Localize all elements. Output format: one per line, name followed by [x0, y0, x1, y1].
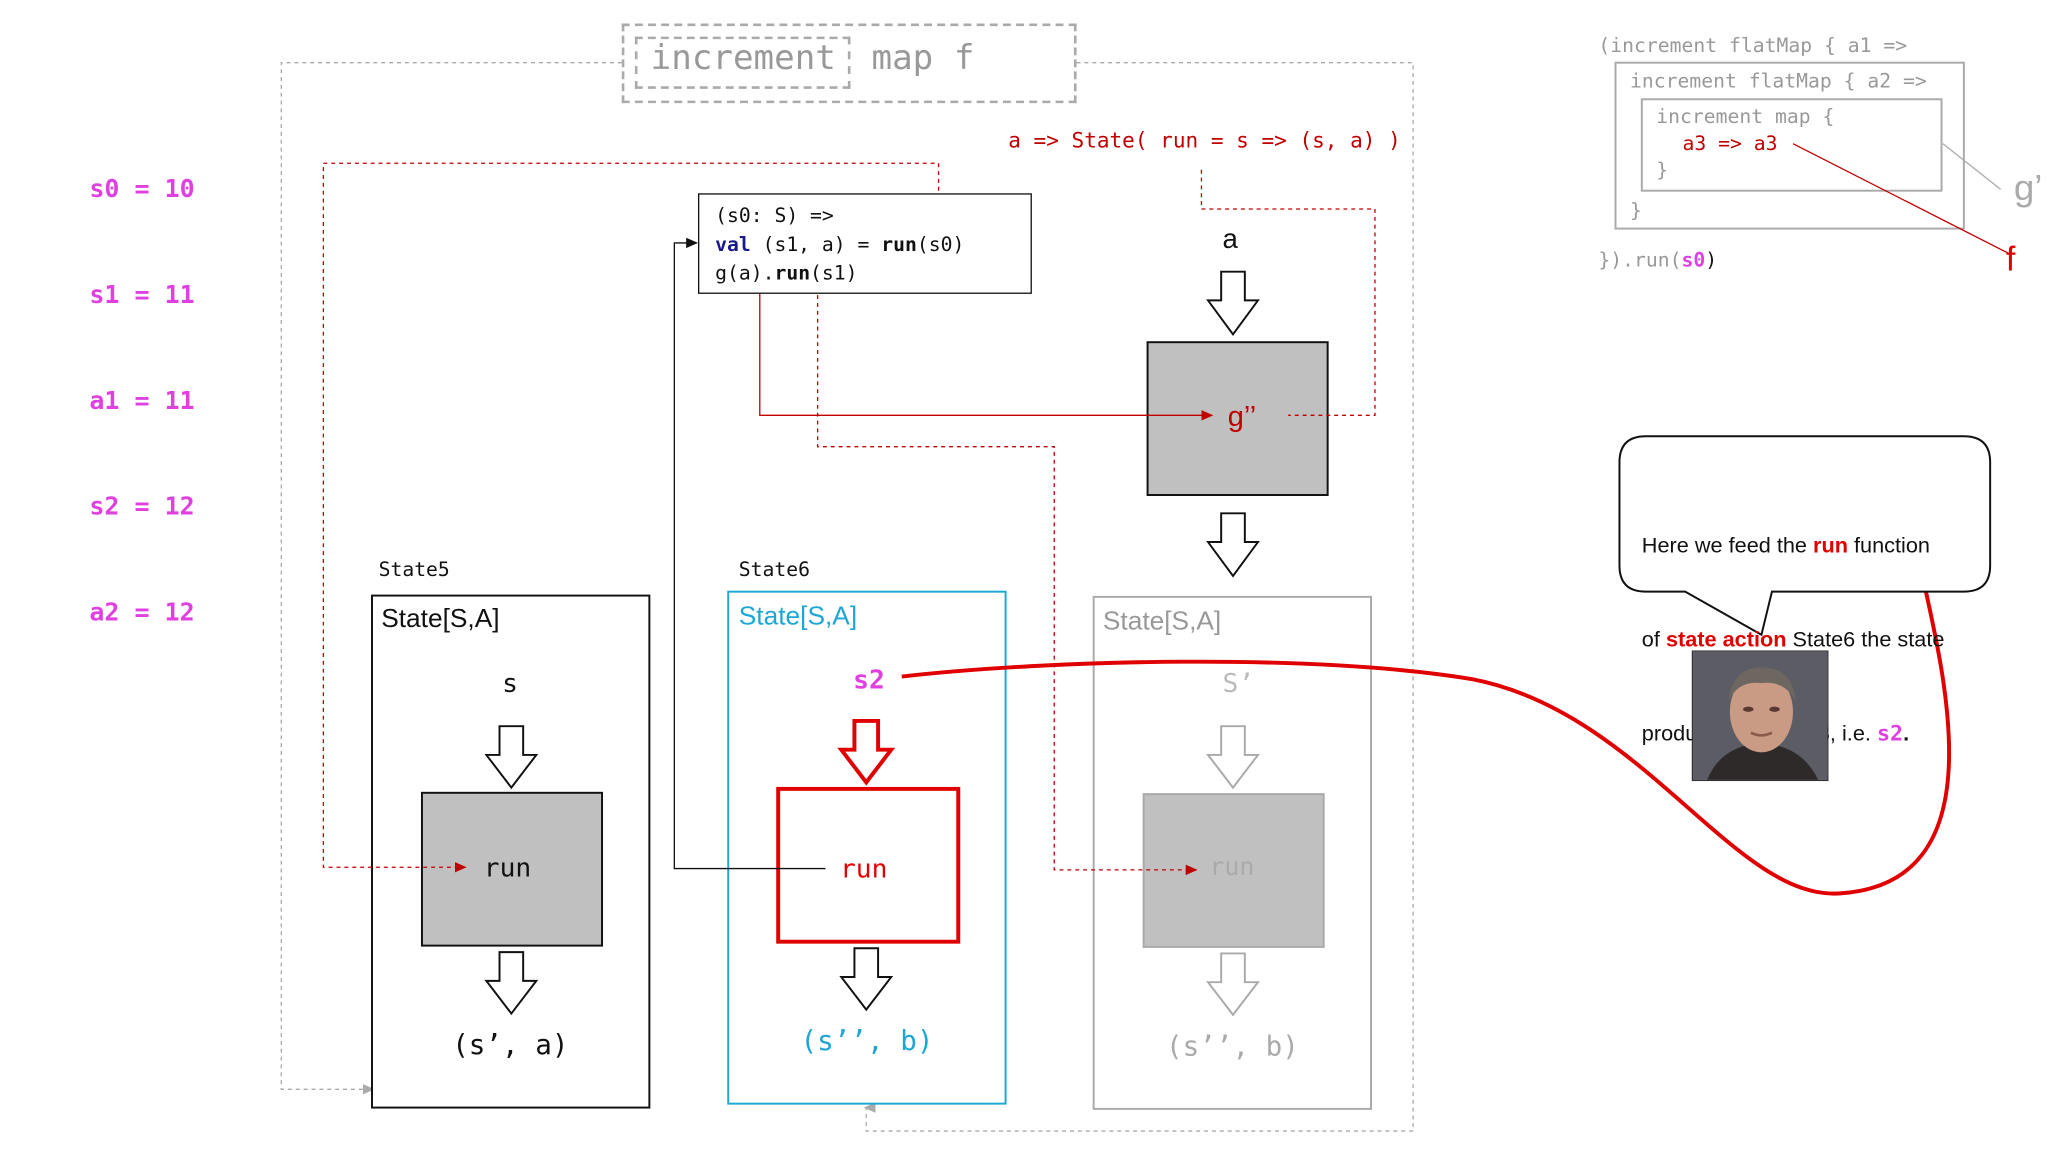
state5-output: (s’, a): [452, 1029, 569, 1061]
g-box: [1146, 341, 1329, 496]
f-label: f: [2005, 239, 2016, 279]
code-line3-run: run: [774, 261, 811, 285]
connector-run-s1-to-gray: [816, 279, 1198, 876]
nested-box-outer: [1614, 61, 1965, 230]
code-box: (s0: S) => val (s1, a) = run(s0) g(a).ru…: [697, 193, 1032, 294]
arrow-a-into-g: [1206, 270, 1260, 337]
state6-output: (s’’, b): [800, 1025, 934, 1057]
state6-caption: State6: [738, 557, 810, 582]
top-title-rest: map f: [871, 39, 975, 79]
bubble-state-action: state action: [1665, 628, 1787, 652]
nested-line6: }: [1629, 198, 1642, 223]
nested-line7: }).run(s0): [1598, 248, 1717, 272]
speech-bubble: [1618, 435, 1992, 637]
arrow-s-gray: [1206, 725, 1260, 790]
var-s0: s0 = 10: [89, 175, 195, 204]
nested-line1: (increment flatMap { a1 =>: [1598, 33, 1908, 58]
state6-run-box: [776, 786, 961, 944]
arrow-s2-state6: [837, 719, 896, 786]
state5-input: s: [502, 667, 518, 699]
code-line2-run: run: [881, 232, 917, 256]
var-s2: s2 = 12: [89, 492, 195, 522]
code-line3: g(a).run(s1): [715, 259, 1030, 288]
bubble-s2: s2: [1876, 720, 1904, 746]
code-line3-end: (s1): [810, 261, 858, 285]
nested-line7-s0: s0: [1681, 248, 1706, 272]
hollow-arrows: [484, 270, 1260, 1017]
state-gray-run-label: run: [1209, 852, 1255, 882]
state5-caption: State5: [378, 557, 450, 582]
code-kw-val: val: [715, 232, 751, 256]
var-a1: a1 = 11: [89, 386, 195, 416]
bubble-t4: of: [1641, 628, 1666, 652]
outer-frame-right: [863, 62, 1414, 1132]
state6-type: State[S,A]: [738, 602, 858, 631]
nested-line7-c: ): [1705, 248, 1718, 272]
bubble-t3: function: [1847, 534, 1930, 558]
nested-line3: increment map {: [1656, 104, 1835, 128]
code-line3-start: g(a).: [715, 261, 775, 285]
state5-run-box: [420, 791, 604, 947]
code-line2-rest: (s1, a) =: [750, 232, 882, 256]
var-a2: a2 = 12: [89, 598, 195, 627]
arrow-out-state6: [839, 947, 894, 1012]
top-title-inner-box: [634, 36, 851, 89]
code-line2: val (s1, a) = run(s0): [715, 230, 1030, 259]
state6-input: s2: [853, 663, 885, 695]
arrow-s-state5: [484, 725, 539, 790]
nested-box-inner: [1640, 98, 1943, 192]
state6-run-label: run: [839, 852, 888, 885]
f-line: [1792, 143, 2012, 256]
connector-run-to-code: [673, 237, 826, 870]
top-title-increment: increment: [650, 39, 836, 79]
bubble-text: Here we feed the run function of state a…: [1642, 468, 1945, 813]
arrow-out-state5: [484, 951, 539, 1016]
connector-ga-to-g: [759, 287, 1214, 421]
bubble-line2: of state action State6 the state: [1642, 624, 1945, 655]
arrow-out-gray: [1206, 952, 1260, 1017]
state-gray-type: State[S,A]: [1102, 607, 1222, 637]
bubble-period: .: [1903, 722, 1910, 746]
g-prime-label: g’: [2013, 167, 2043, 208]
g-box-label: g’’: [1227, 399, 1257, 433]
nested-line7-a: }).run(: [1598, 248, 1682, 272]
bubble-t6: State6 the state: [1786, 628, 1945, 652]
state5-box: [371, 594, 651, 1109]
lambda-label: a => State( run = s => (s, a) ): [1008, 127, 1401, 153]
g-prime-line: [1942, 143, 2002, 190]
nested-line2: increment flatMap { a2 =>: [1629, 69, 1927, 93]
bubble-line1: Here we feed the run function: [1642, 530, 1945, 561]
nested-line5: }: [1656, 158, 1669, 182]
variables-list: s0 = 10 s1 = 11 a1 = 11 s2 = 12 a2 = 12: [89, 102, 194, 701]
state-gray-output: (s’’, b): [1165, 1030, 1299, 1062]
bubble-t1: Here we feed the: [1641, 534, 1814, 558]
top-title-box: increment map f: [621, 23, 1077, 104]
presenter-avatar: [1691, 650, 1829, 782]
state5-run-label: run: [483, 851, 532, 883]
g-input-label: a: [1222, 224, 1238, 255]
s2-curve: [901, 561, 1952, 896]
nested-line4: a3 => a3: [1682, 131, 1778, 156]
arrow-g-out: [1206, 512, 1260, 578]
state-gray-input: S’: [1222, 667, 1255, 699]
code-line2-end: (s0): [916, 232, 965, 256]
state-gray-run-box: [1142, 793, 1325, 948]
state5-type: State[S,A]: [381, 604, 500, 634]
connector-code-run-to-state5: [322, 162, 940, 873]
bubble-run: run: [1813, 534, 1848, 558]
var-s1: s1 = 11: [89, 280, 195, 310]
code-line1: (s0: S) =>: [715, 203, 834, 228]
presenter-face-drawing: [1693, 651, 1828, 780]
connector-lambda-to-g: [1200, 169, 1376, 416]
